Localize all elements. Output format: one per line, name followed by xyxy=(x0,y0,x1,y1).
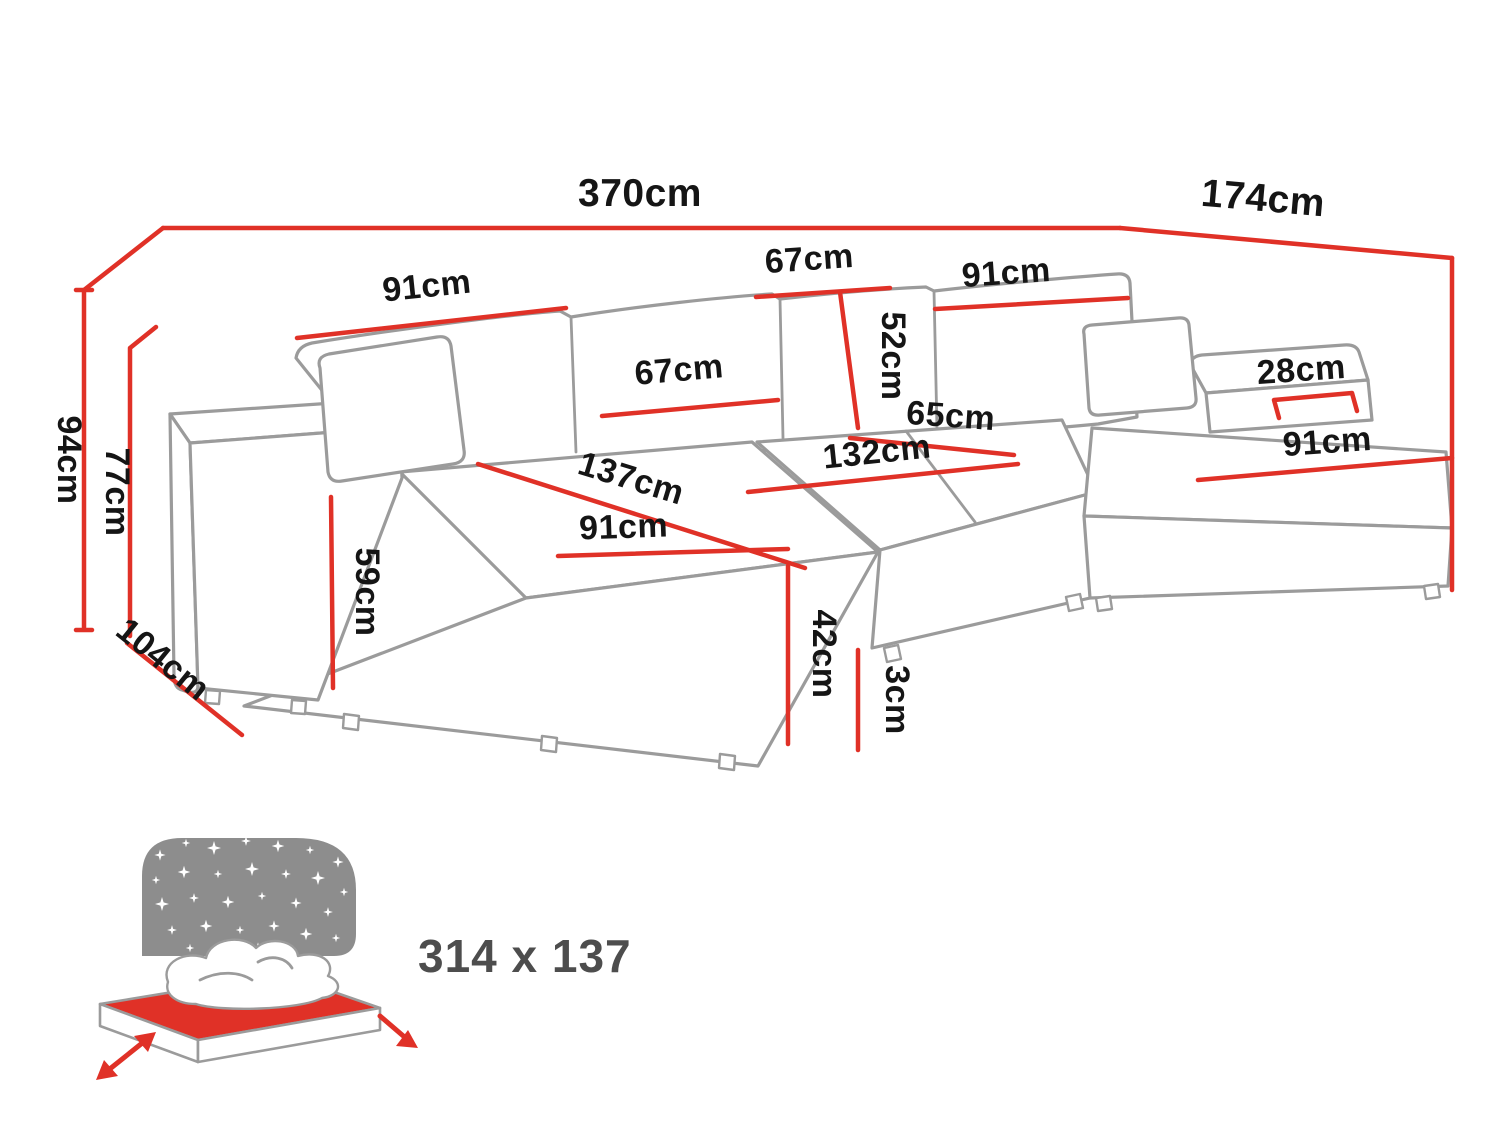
blanket-icon xyxy=(165,938,340,1010)
dim-armrest-height-label: 59cm xyxy=(348,548,386,637)
star-icon xyxy=(154,849,166,861)
backrest-seam-2 xyxy=(778,297,785,440)
dim-chaise-width-label: 91cm xyxy=(578,506,668,547)
dim-seat-height-label: 42cm xyxy=(805,610,843,699)
star-icon xyxy=(221,895,235,909)
star-icon xyxy=(213,869,223,879)
dimension-lines xyxy=(73,225,1455,753)
dim-back-cushion-right-label: 91cm xyxy=(961,251,1052,295)
star-icon xyxy=(181,838,191,848)
dim-right-armrest-width-label: 28cm xyxy=(1256,348,1347,392)
dim-total-width-label: 370cm xyxy=(578,172,702,215)
star-icon xyxy=(332,856,344,868)
star-icon xyxy=(185,943,195,953)
sofa-outline xyxy=(168,272,1454,772)
star-icon xyxy=(305,845,315,855)
stars-group xyxy=(151,836,349,954)
star-icon xyxy=(290,897,302,909)
star-icon xyxy=(281,869,291,879)
dim-total-height-label: 94cm xyxy=(50,416,88,505)
dim-seat-depth-label: 65cm xyxy=(905,394,996,438)
dim-backrest-inner-height-label: 52cm xyxy=(874,312,912,401)
star-icon xyxy=(323,907,333,917)
dim-backrest-inner-height-line xyxy=(837,289,861,431)
dim-back-cushion-left-label: 91cm xyxy=(381,263,473,310)
star-icon xyxy=(199,919,213,933)
right-pillow xyxy=(1082,316,1198,417)
left-chaise-leg-2 xyxy=(539,734,559,754)
dim-back-top-gap-line xyxy=(753,285,893,300)
left-armrest-leg-2 xyxy=(289,698,308,716)
middle-leg-1 xyxy=(882,643,903,664)
dim-right-armrest-width-line xyxy=(1271,390,1360,421)
dim-seat-depth-line xyxy=(847,435,1017,458)
star-icon xyxy=(245,862,259,876)
unfold-arrow-right xyxy=(377,1013,411,1043)
star-icon xyxy=(331,933,341,943)
star-icon xyxy=(257,891,267,901)
unfold-arrow-left-head xyxy=(96,1060,118,1080)
dim-mid-back-cushion-line xyxy=(599,397,781,419)
dim-mid-seat-width-line xyxy=(745,461,1021,495)
unfold-arrow-right-head xyxy=(396,1030,418,1048)
dim-mid-back-cushion-label: 67cm xyxy=(633,347,725,393)
dim-right-chaise-width-label: 91cm xyxy=(1282,420,1373,464)
star-icon xyxy=(268,920,280,932)
star-icon xyxy=(167,925,177,935)
unfold-arrow-left-head2 xyxy=(134,1032,156,1052)
unfold-arrow-left xyxy=(103,1037,149,1075)
star-icon xyxy=(339,887,349,897)
dim-total-depth-label: 174cm xyxy=(1199,172,1326,226)
star-icon xyxy=(311,871,325,885)
dim-left-corner-connector xyxy=(81,225,166,293)
blanket-fold-2 xyxy=(256,956,294,970)
middle-leg-2 xyxy=(1064,592,1085,613)
dim-clearance-label: 3cm xyxy=(878,665,916,735)
sleeping-size-label: 314 x 137 xyxy=(418,930,632,982)
star-icon xyxy=(235,925,245,935)
dim-backrest-height-label: 77cm xyxy=(98,448,136,537)
blanket-fold-1 xyxy=(198,971,254,982)
right-chaise-leg-1 xyxy=(1094,594,1114,613)
dim-back-cushion-left-line xyxy=(294,305,569,341)
dim-right-chaise-width-line xyxy=(1195,455,1455,483)
dim-chaise-width-line xyxy=(555,546,791,559)
backrest-seam-3 xyxy=(932,289,939,432)
star-icon xyxy=(241,836,251,846)
left-chaise-front xyxy=(242,550,880,768)
dim-total-height-line xyxy=(73,287,95,633)
star-icon xyxy=(299,927,313,941)
right-chaise-front xyxy=(1082,514,1454,600)
night-sky-icon xyxy=(142,838,356,956)
sleeping-function-icon xyxy=(96,836,418,1080)
dim-back-cushion-right-line xyxy=(932,295,1131,312)
dim-armrest-depth-line xyxy=(124,640,245,738)
dim-backrest-height-line xyxy=(127,324,159,639)
right-chaise-leg-2 xyxy=(1422,582,1442,601)
right-chaise-top xyxy=(1082,426,1454,530)
left-pillow xyxy=(317,335,466,483)
star-icon xyxy=(177,865,191,879)
star-icon xyxy=(271,839,285,853)
star-icon xyxy=(189,893,199,903)
star-icon xyxy=(151,875,161,885)
star-icon xyxy=(155,897,169,911)
left-chaise-leg-3 xyxy=(717,752,737,772)
left-armrest-leg-1 xyxy=(203,688,222,706)
backrest-seam-1 xyxy=(569,315,578,454)
dim-armrest-height-line xyxy=(328,494,336,691)
star-icon xyxy=(207,841,221,855)
left-chaise-leg-1 xyxy=(341,712,361,732)
dim-total-depth-line xyxy=(1117,225,1455,261)
dim-back-top-gap-label: 67cm xyxy=(764,237,855,281)
mattress-front-right xyxy=(196,1006,382,1064)
